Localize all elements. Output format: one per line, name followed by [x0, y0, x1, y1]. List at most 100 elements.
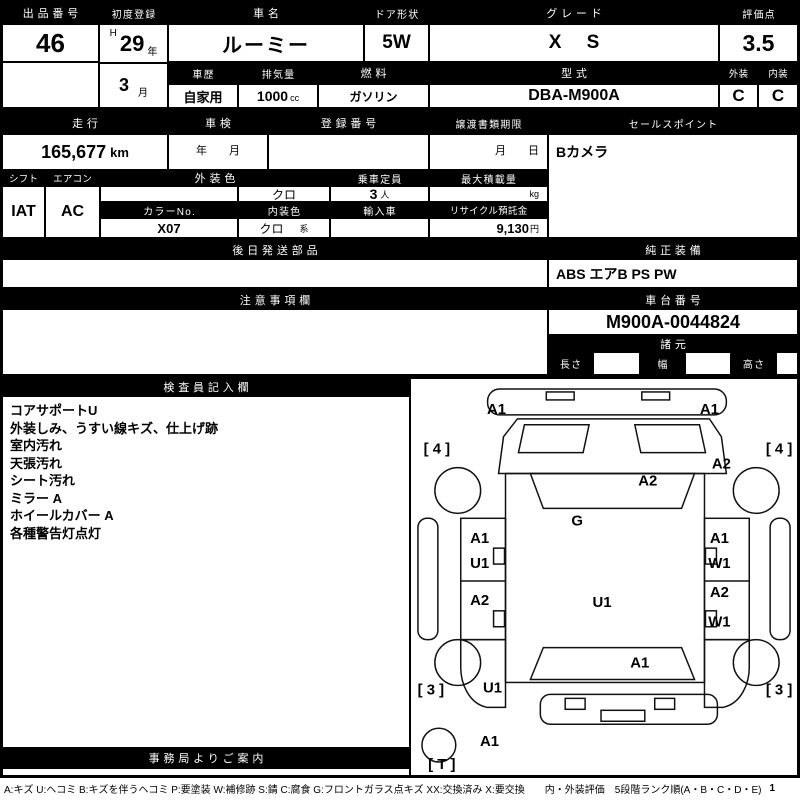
damage-mark: A2 — [712, 456, 731, 473]
fuel-value: ガソリン — [318, 84, 429, 108]
door-handle-right-rear — [704, 610, 718, 628]
damage-mark: G — [571, 512, 583, 529]
empty-cell — [100, 186, 238, 202]
damage-mark: [ 3 ] — [766, 681, 793, 698]
wheel-front-right — [732, 466, 780, 515]
headlight-left — [517, 424, 591, 454]
color-number-value: X07 — [100, 218, 238, 238]
score-value: 3.5 — [719, 24, 798, 62]
empty-cell — [2, 768, 410, 776]
month-unit: 月 — [138, 88, 148, 99]
max-load-header: 最大積載量 — [429, 170, 548, 186]
damage-mark: U1 — [592, 594, 611, 611]
office-info-header: 事務局よりご案内 — [2, 748, 410, 768]
first-registration-header: 初度登録 — [99, 2, 168, 24]
length-value — [593, 352, 640, 375]
rocker-panel-right — [769, 517, 791, 641]
registration-number-header: 登録番号 — [268, 112, 429, 134]
wheel-front-left — [434, 466, 482, 515]
rocker-panel-left — [417, 517, 439, 641]
first-registration-month: 3 月 — [99, 63, 168, 108]
door-shape-header: ドア形状 — [364, 2, 429, 24]
rear-window — [529, 646, 696, 681]
quarter-panel-left — [459, 638, 507, 709]
wheel-rear-left — [434, 638, 482, 687]
recycle-deposit-value: 9,130 円 — [429, 218, 548, 238]
first-registration-year: H 29 年 — [99, 24, 168, 63]
grade-header: グレード — [429, 2, 719, 24]
displacement-number: 1000 — [256, 88, 289, 104]
legend-codes: A:キズ U:ヘコミ B:キズを伴うヘコミ P:要塗装 W:補修跡 S:錆 C:… — [4, 785, 525, 796]
separator — [2, 108, 798, 112]
shift-header: シフト — [2, 170, 45, 186]
chassis-number-value: M900A-0044824 — [548, 309, 798, 335]
car-name-value: ルーミー — [168, 24, 364, 62]
hood — [497, 418, 728, 475]
sales-point-header: セールスポイント — [548, 112, 798, 134]
cabin — [504, 472, 706, 684]
inspector-remark: ミラー A — [10, 490, 63, 506]
damage-mark: A1 — [487, 401, 506, 418]
history-value: 自家用 — [168, 84, 238, 108]
width-value — [685, 352, 731, 375]
damage-mark: A1 — [630, 655, 649, 672]
spare-tire — [421, 727, 457, 763]
legend-rank: 内・外装評価 5段階ランク順(A・B・C・D・E) — [544, 785, 762, 796]
mileage-header: 走行 — [2, 112, 168, 134]
quarter-panel-right — [703, 638, 750, 709]
front-bumper-detail-right — [641, 391, 671, 401]
auction-number-header: 出品番号 — [2, 2, 99, 24]
damage-mark: A2 — [710, 584, 729, 601]
registration-year: 29 — [119, 30, 145, 56]
length-header: 長さ — [548, 352, 593, 375]
dimensions-header: 諸元 — [548, 335, 798, 352]
door-handle-left-front — [492, 547, 506, 565]
separator — [2, 238, 798, 241]
damage-mark: A1 — [710, 530, 729, 547]
damage-mark: [ 3 ] — [418, 681, 445, 698]
registration-number-value — [268, 134, 429, 170]
rear-bumper — [539, 693, 719, 725]
fuel-header: 燃料 — [318, 62, 429, 84]
front-bumper — [486, 388, 728, 416]
interior-grade-value: C — [758, 84, 798, 108]
damage-mark: A1 — [700, 401, 719, 418]
interior-grade-header: 内装 — [758, 62, 798, 84]
capacity-number: 3 — [369, 186, 378, 202]
damage-mark: U1 — [470, 555, 489, 572]
car-outline — [417, 388, 791, 763]
equipment-value: ABS エアB PS PW — [548, 259, 798, 288]
color-number-header: カラーNo. — [100, 202, 238, 218]
door-handle-left-rear — [492, 610, 506, 628]
inspector-remark: 天張汚れ — [10, 455, 63, 471]
auction-number-value: 46 — [2, 24, 99, 62]
damage-mark: W1 — [708, 555, 730, 572]
chassis-number-header: 車台番号 — [548, 291, 798, 309]
inspector-remark: 外装しみ、うすい線キズ、仕上げ跡 — [10, 420, 219, 436]
sales-point-value: Bカメラ — [548, 134, 798, 238]
era-letter: H — [109, 28, 117, 39]
recycle-unit: 円 — [529, 223, 539, 234]
empty-cell — [2, 62, 99, 108]
license-plate — [600, 709, 646, 722]
separator — [2, 375, 798, 378]
model-code-value: DBA-M900A — [429, 84, 719, 108]
later-parts-header: 後日発送部品 — [2, 241, 548, 259]
aircon-header: エアコン — [45, 170, 100, 186]
inspector-remark: コアサポートU — [10, 403, 98, 418]
exterior-color-value: クロ — [238, 186, 330, 202]
import-value — [330, 218, 429, 238]
mileage-number: 165,677 — [41, 141, 107, 162]
inspector-remark: 室内汚れ — [10, 438, 63, 453]
max-load-value: kg — [429, 186, 548, 202]
equipment-header: 純正装備 — [548, 241, 798, 259]
aircon-value: AC — [45, 186, 100, 238]
import-header: 輸入車 — [330, 202, 429, 218]
transfer-deadline-header: 譲渡書類期限 — [429, 112, 548, 134]
sheet-frame — [0, 0, 800, 778]
legend: A:キズ U:ヘコミ B:キズを伴うヘコミ P:要塗装 W:補修跡 S:錆 C:… — [4, 781, 796, 796]
door-shape-value: 5W — [364, 24, 429, 62]
caution-value — [2, 309, 548, 375]
